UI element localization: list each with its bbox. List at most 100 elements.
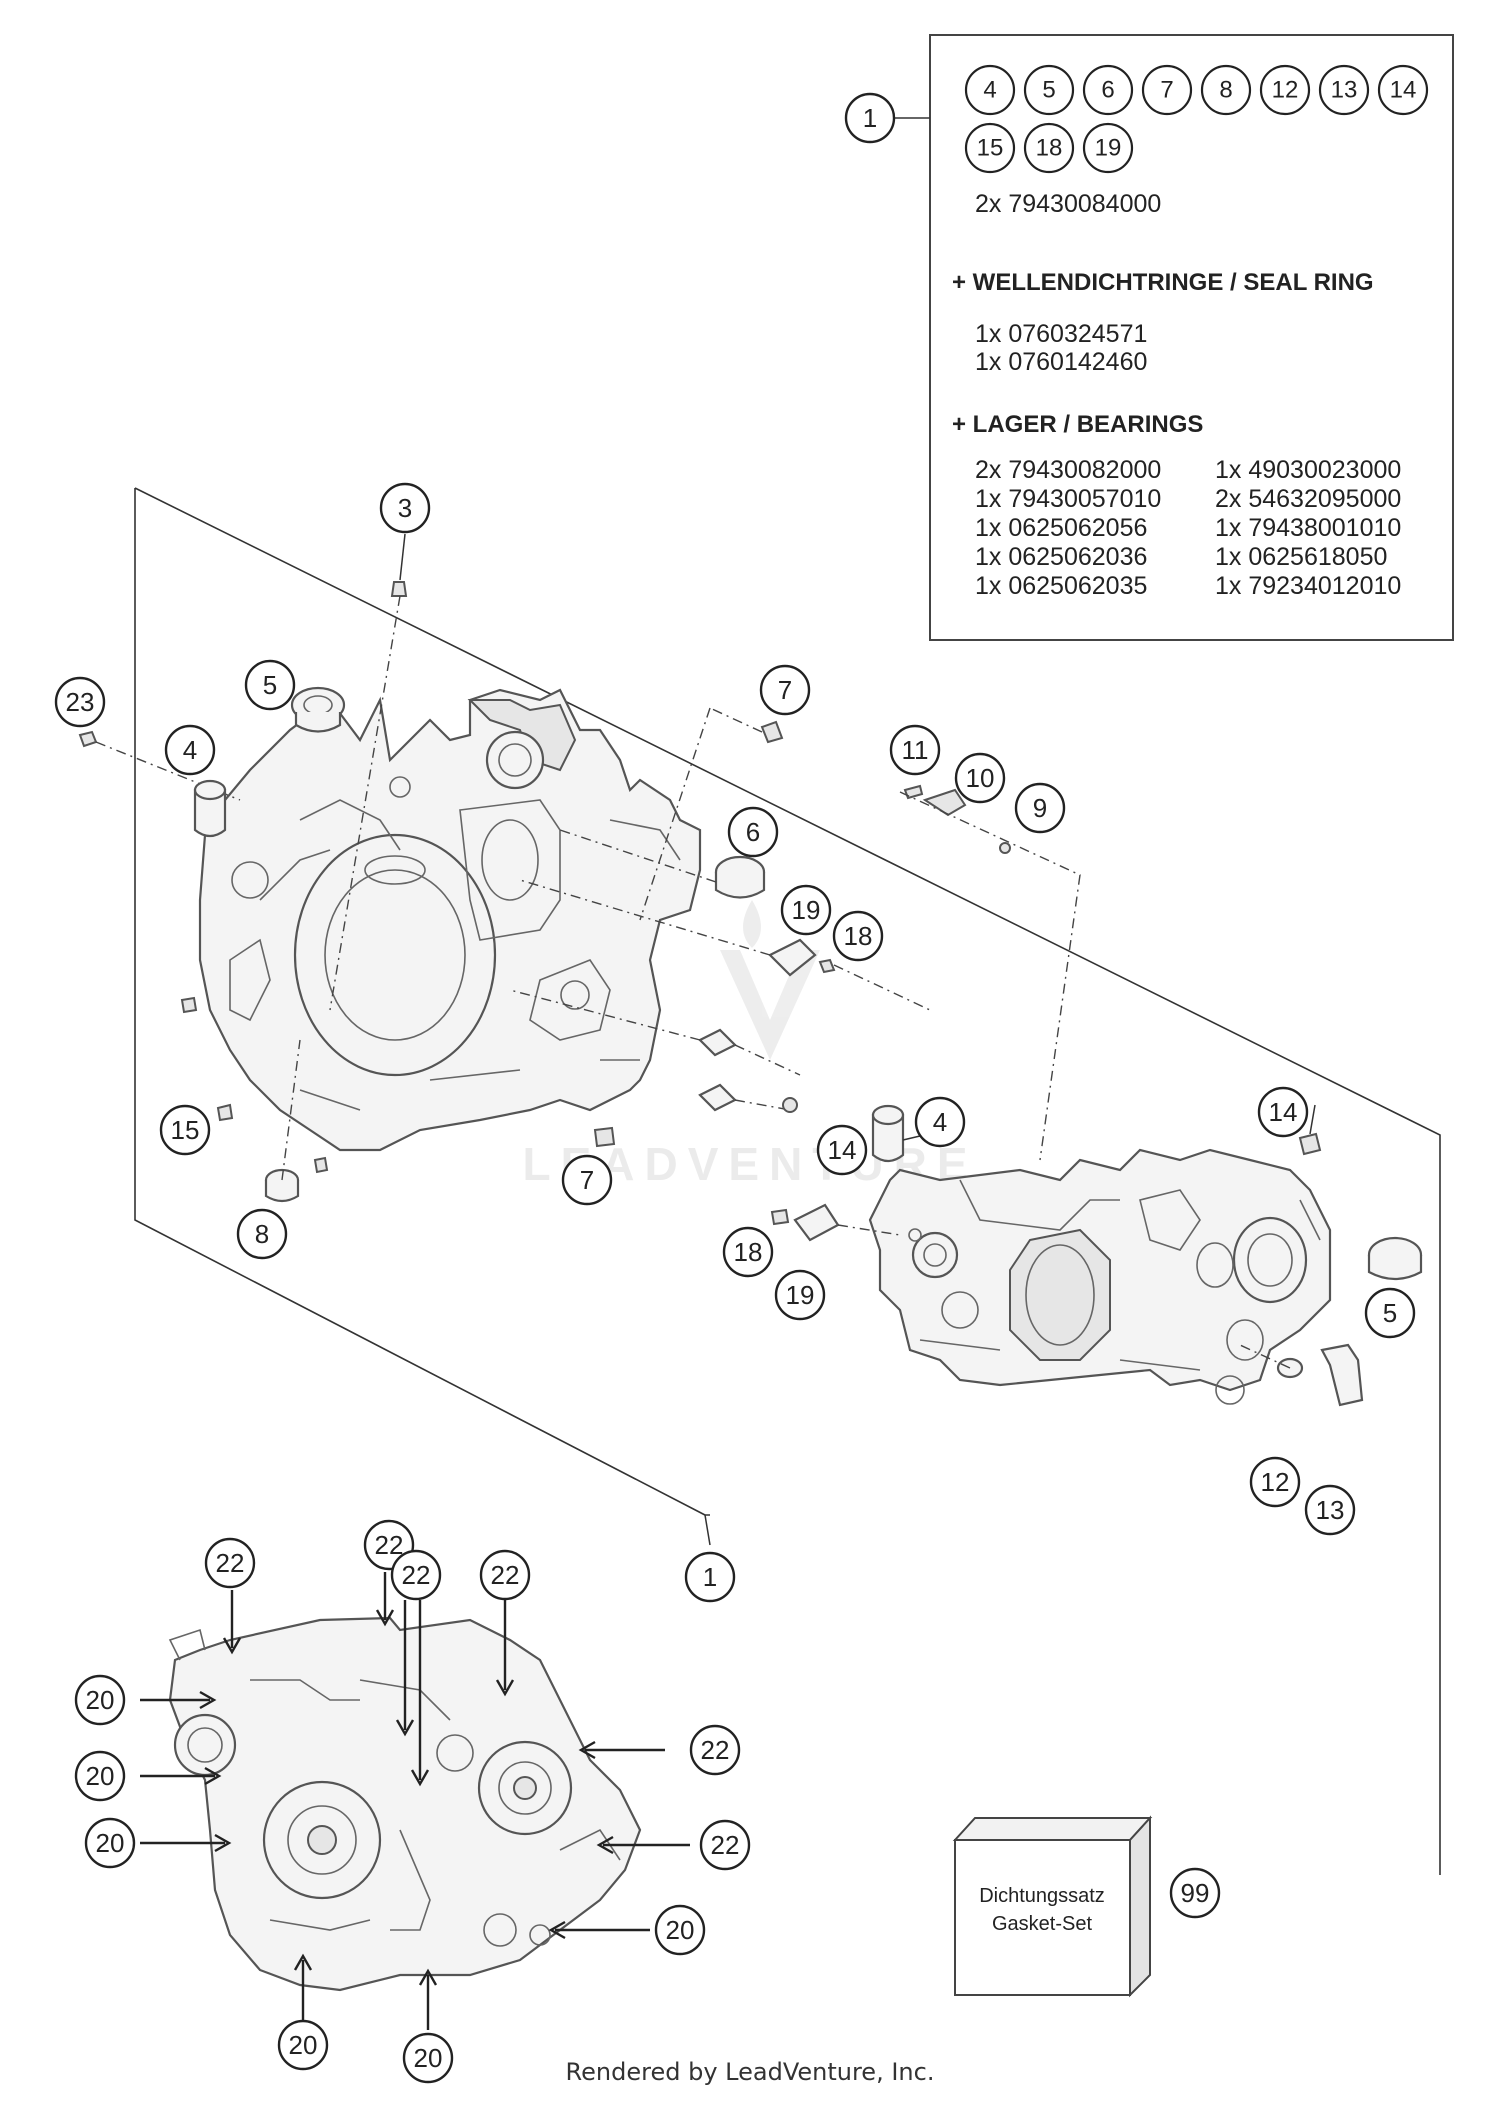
kit-item-15[interactable]: 15 (964, 122, 1016, 174)
callout-20-c[interactable]: 20 (84, 1817, 136, 1869)
seal-line-2: 1x 0760142460 (975, 348, 1147, 376)
svg-text:19: 19 (786, 1280, 815, 1310)
kit-item-label: 13 (1331, 77, 1358, 104)
svg-text:15: 15 (171, 1115, 200, 1145)
kit-item-12[interactable]: 12 (1259, 64, 1311, 116)
svg-text:14: 14 (828, 1135, 857, 1165)
callout-20-b[interactable]: 20 (74, 1750, 126, 1802)
callout-11[interactable]: 11 (889, 724, 941, 776)
kit-item-label: 8 (1219, 77, 1232, 104)
svg-text:20: 20 (289, 2030, 318, 2060)
svg-text:18: 18 (844, 921, 873, 951)
callout-23[interactable]: 23 (54, 676, 106, 728)
small-parts (78, 581, 1423, 1407)
leader-lines (399, 533, 1316, 1546)
kit-item-label: 18 (1036, 135, 1063, 162)
kit-info-box: 1 4 5 6 7 8 12 13 14 15 18 19 2x 79430084000 + WEL… (844, 34, 1454, 641)
callout-18-upper[interactable]: 18 (832, 910, 884, 962)
callout-1-kit[interactable]: 1 (844, 92, 896, 144)
kit-item-14[interactable]: 14 (1377, 64, 1429, 116)
callout-20-d[interactable]: 20 (654, 1904, 706, 1956)
callout-14-right[interactable]: 14 (1257, 1086, 1309, 1138)
seal-heading: + WELLENDICHTRINGE / SEAL RING (952, 269, 1374, 296)
left-crankcase-half (198, 688, 702, 1152)
callout-20-a[interactable]: 20 (74, 1674, 126, 1726)
bearing-right-5: 1x 79234012010 (1215, 572, 1401, 600)
callout-4-left[interactable]: 4 (164, 724, 216, 776)
callout-7-upper[interactable]: 7 (759, 664, 811, 716)
kit-item-list: 4 5 6 7 8 12 13 14 15 18 19 (964, 64, 1429, 174)
callout-4-right[interactable]: 4 (914, 1096, 966, 1148)
callout-1-assembly[interactable]: 1 (684, 1551, 736, 1603)
svg-text:22: 22 (216, 1548, 245, 1578)
bearing-left-5: 1x 0625062035 (975, 572, 1147, 600)
callout-22-e[interactable]: 22 (689, 1724, 741, 1776)
kit-item-label: 7 (1160, 77, 1173, 104)
bearing-heading: + LAGER / BEARINGS (952, 411, 1203, 438)
kit-item-6[interactable]: 6 (1082, 64, 1134, 116)
callout-5-left[interactable]: 5 (244, 659, 296, 711)
svg-text:20: 20 (86, 1761, 115, 1791)
kit-item-label: 5 (1042, 77, 1055, 104)
callout-12[interactable]: 12 (1249, 1456, 1301, 1508)
kit-item-5[interactable]: 5 (1023, 64, 1075, 116)
callout-22-f[interactable]: 22 (699, 1819, 751, 1871)
callout-99[interactable]: 99 (1169, 1867, 1221, 1919)
bottom-callout-group: 22 22 22 22 22 22 20 20 20 20 20 20 (74, 1519, 751, 2084)
callout-22-c[interactable]: 22 (390, 1549, 442, 1601)
svg-text:1: 1 (863, 103, 877, 133)
right-crankcase-half (868, 1148, 1332, 1405)
callout-3[interactable]: 3 (379, 482, 431, 534)
callout-20-e[interactable]: 20 (277, 2019, 329, 2071)
exploded-view-frame (134, 487, 1441, 1875)
callout-8[interactable]: 8 (236, 1208, 288, 1260)
kit-item-7[interactable]: 7 (1141, 64, 1193, 116)
callout-20-f[interactable]: 20 (402, 2032, 454, 2084)
kit-item-label: 15 (977, 135, 1004, 162)
callout-15[interactable]: 15 (159, 1104, 211, 1156)
svg-text:11: 11 (902, 735, 929, 765)
callout-19-right[interactable]: 19 (774, 1269, 826, 1321)
svg-text:20: 20 (86, 1685, 115, 1715)
bearing-left-1: 2x 79430082000 (975, 456, 1161, 484)
callout-7-lower[interactable]: 7 (561, 1154, 613, 1206)
kit-item-8[interactable]: 8 (1200, 64, 1252, 116)
seal-line-1: 1x 0760324571 (975, 320, 1147, 348)
callout-18-right[interactable]: 18 (722, 1226, 774, 1278)
callout-group: 3 23 5 4 7 11 10 9 6 19 18 15 8 7 14 4 1… (54, 482, 1416, 1603)
bearing-right-4: 1x 0625618050 (1215, 543, 1387, 571)
kit-item-13[interactable]: 13 (1318, 64, 1370, 116)
callout-22-a[interactable]: 22 (204, 1537, 256, 1589)
callout-19-upper[interactable]: 19 (780, 884, 832, 936)
svg-text:14: 14 (1269, 1097, 1298, 1127)
callout-14-lower[interactable]: 14 (816, 1124, 868, 1176)
assembled-crankcase-view (168, 1616, 642, 1992)
kit-main-line: 2x 79430084000 (975, 190, 1161, 218)
svg-text:13: 13 (1316, 1495, 1345, 1525)
kit-item-4[interactable]: 4 (964, 64, 1016, 116)
callout-22-d[interactable]: 22 (479, 1549, 531, 1601)
svg-text:8: 8 (255, 1219, 269, 1249)
kit-item-label: 4 (983, 77, 996, 104)
svg-text:5: 5 (263, 670, 277, 700)
kit-item-19[interactable]: 19 (1082, 122, 1134, 174)
kit-item-label: 14 (1390, 77, 1417, 104)
callout-9[interactable]: 9 (1014, 782, 1066, 834)
callout-5-right[interactable]: 5 (1364, 1287, 1416, 1339)
svg-text:12: 12 (1261, 1467, 1290, 1497)
kit-item-label: 6 (1101, 77, 1114, 104)
kit-item-label: 12 (1272, 77, 1299, 104)
gasket-line-1: Dichtungssatz (979, 1885, 1105, 1907)
svg-text:10: 10 (966, 763, 995, 793)
kit-item-18[interactable]: 18 (1023, 122, 1075, 174)
callout-10[interactable]: 10 (954, 752, 1006, 804)
svg-text:20: 20 (96, 1828, 125, 1858)
callout-6[interactable]: 6 (727, 806, 779, 858)
bearing-right-3: 1x 79438001010 (1215, 514, 1401, 542)
svg-text:1: 1 (703, 1562, 717, 1592)
svg-text:7: 7 (580, 1165, 594, 1195)
callout-13[interactable]: 13 (1304, 1484, 1356, 1536)
gasket-line-2: Gasket-Set (992, 1913, 1092, 1935)
gasket-set-box: Dichtungssatz Gasket-Set 99 (952, 1815, 1221, 1998)
